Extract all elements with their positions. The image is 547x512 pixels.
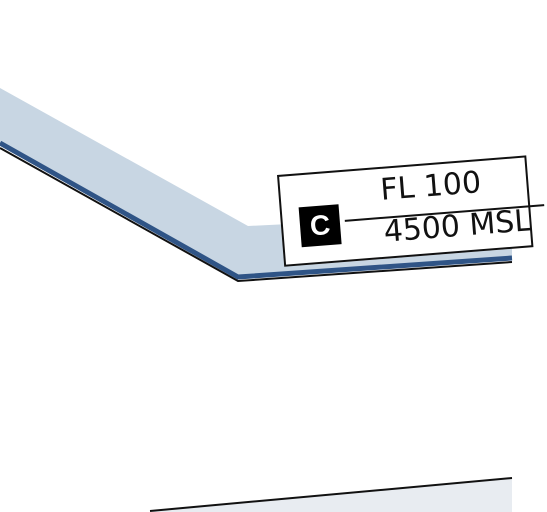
- airspace-boundary-edge: [0, 140, 513, 280]
- lower-boundary-line: [149, 477, 513, 512]
- airspace-boundary-outline: [0, 147, 513, 283]
- airspace-altitude-label: C FL 100 4500 MSL: [277, 155, 545, 267]
- airspace-ceiling: FL 100: [379, 165, 483, 208]
- airspace-floor: 4500 MSL: [382, 203, 533, 250]
- chart-graphics: [0, 88, 513, 512]
- airspace-class-badge: C: [298, 204, 342, 248]
- aeronautical-chart: C FL 100 4500 MSL: [0, 88, 545, 512]
